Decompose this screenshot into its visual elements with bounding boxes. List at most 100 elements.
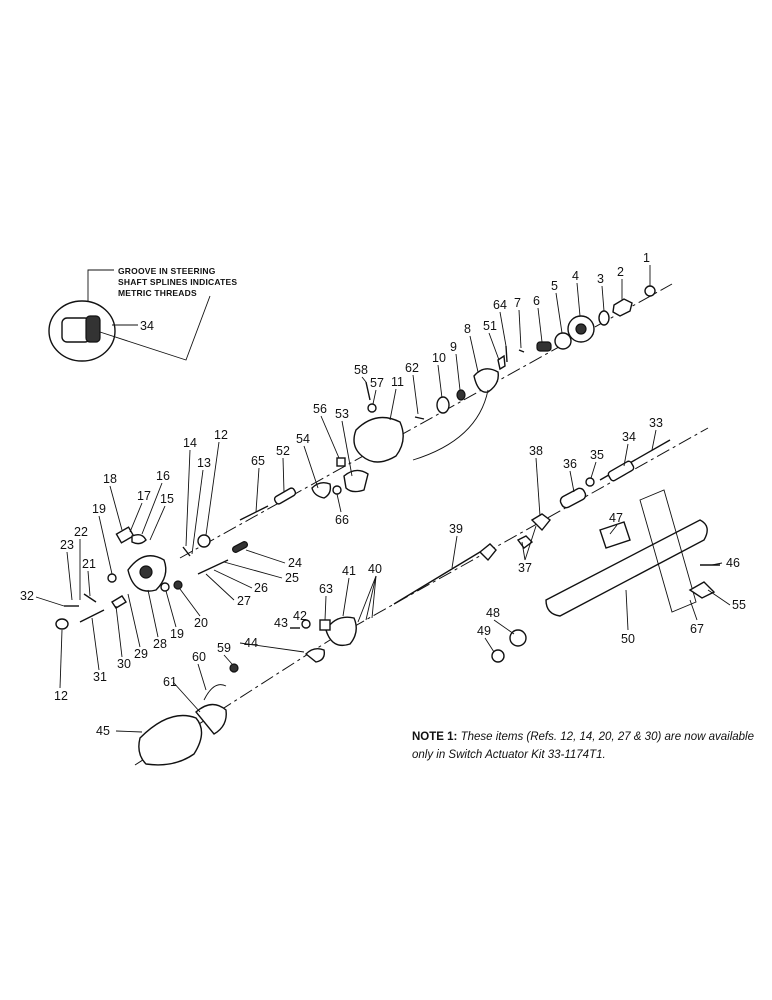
- callout-53: 53: [335, 407, 349, 421]
- part-28-bore: [139, 565, 153, 579]
- inset-callout: 34: [140, 319, 154, 333]
- callout-1: 1: [643, 251, 650, 265]
- callout-57: 57: [370, 376, 384, 390]
- inset-label-line1: GROOVE IN STEERING: [118, 266, 216, 276]
- part-5: [554, 332, 572, 350]
- part-59: [229, 663, 239, 673]
- callout-6: 6: [533, 294, 540, 308]
- right-axis-line: [329, 427, 709, 641]
- callout-7: 7: [514, 296, 521, 310]
- callout-44: 44: [244, 636, 258, 650]
- callout-39: 39: [449, 522, 463, 536]
- part-47-bracket: [599, 521, 631, 549]
- part-4-hub: [575, 323, 587, 335]
- part-37-upper: [530, 513, 551, 532]
- callout-46: 46: [726, 556, 740, 570]
- part-7: [518, 349, 525, 353]
- callout-37: 37: [518, 561, 532, 575]
- callout-19-bottom: 19: [170, 627, 184, 641]
- lower-parts: [138, 543, 497, 766]
- callout-54: 54: [296, 432, 310, 446]
- upper-axis-line: [179, 283, 673, 559]
- left-parts: [55, 526, 249, 630]
- callout-leaders: [35, 265, 731, 733]
- callout-5: 5: [551, 279, 558, 293]
- part-19-left: [107, 573, 117, 583]
- callout-26: 26: [254, 581, 268, 595]
- part-11-housing: [353, 416, 404, 463]
- part-54: [311, 481, 332, 499]
- inset-label-line2: SHAFT SPLINES INDICATES: [118, 277, 237, 287]
- inset-spline-groove: [85, 315, 101, 343]
- callout-19-top: 19: [92, 502, 106, 516]
- callout-58: 58: [354, 363, 368, 377]
- callout-65: 65: [251, 454, 265, 468]
- part-16: [131, 533, 147, 545]
- part-45-cover: [138, 714, 203, 766]
- callout-10: 10: [432, 351, 446, 365]
- callout-51: 51: [483, 319, 497, 333]
- callout-35: 35: [590, 448, 604, 462]
- callout-16: 16: [156, 469, 170, 483]
- callout-66: 66: [335, 513, 349, 527]
- part-12-top: [197, 534, 211, 548]
- part-65: [239, 505, 269, 521]
- callout-8: 8: [464, 322, 471, 336]
- part-51: [497, 354, 506, 371]
- part-31: [79, 609, 105, 623]
- callout-11: 11: [391, 375, 404, 389]
- part-9: [456, 389, 466, 401]
- part-63: [319, 619, 331, 631]
- part-37-lower: [516, 535, 534, 549]
- callout-47: 47: [609, 511, 623, 525]
- callout-17: 17: [137, 489, 151, 503]
- callout-64: 64: [493, 298, 507, 312]
- callout-40: 40: [368, 562, 382, 576]
- callout-18: 18: [103, 472, 117, 486]
- callout-50: 50: [621, 632, 635, 646]
- part-50-jacket: [545, 519, 708, 617]
- part-39-end: [478, 543, 497, 562]
- part-44: [304, 647, 326, 663]
- callout-27: 27: [237, 594, 251, 608]
- inset-leader-top: [87, 269, 114, 302]
- callout-41: 41: [342, 564, 356, 578]
- callout-56: 56: [313, 402, 327, 416]
- part-27: [197, 559, 229, 575]
- callout-38: 38: [529, 444, 543, 458]
- callout-14: 14: [183, 436, 197, 450]
- part-42: [301, 619, 311, 629]
- callout-32: 32: [20, 589, 34, 603]
- part-39-rod: [393, 551, 481, 605]
- part-30: [111, 595, 127, 609]
- callout-45: 45: [96, 724, 110, 738]
- part-14: [182, 546, 191, 557]
- part-55: [688, 581, 716, 599]
- callout-29: 29: [134, 647, 148, 661]
- part-57: [367, 403, 377, 413]
- callout-4: 4: [572, 269, 579, 283]
- callout-15: 15: [160, 492, 174, 506]
- part-21: [83, 593, 97, 603]
- part-3: [598, 310, 610, 326]
- part-20: [173, 580, 183, 590]
- part-6-spring: [536, 341, 552, 352]
- note-text: These items (Refs. 12, 14, 20, 27 & 30) …: [412, 731, 754, 761]
- callout-34: 34: [622, 430, 636, 444]
- part-67-frame: [639, 489, 697, 613]
- callout-22: 22: [74, 525, 88, 539]
- part-34-shaft: [607, 460, 635, 482]
- part-17: [115, 526, 135, 544]
- callout-12-top: 12: [214, 428, 228, 442]
- callout-49: 49: [477, 624, 491, 638]
- part-61: [195, 703, 227, 735]
- footnote: NOTE 1: These items (Refs. 12, 14, 20, 2…: [412, 728, 762, 764]
- callout-12-bottom: 12: [54, 689, 68, 703]
- callout-43: 43: [274, 616, 288, 630]
- part-41-lock: [325, 616, 357, 647]
- part-2: [612, 298, 633, 317]
- callout-67: 67: [690, 622, 704, 636]
- callout-3: 3: [597, 272, 604, 286]
- inset-leader-bottom: [99, 295, 211, 361]
